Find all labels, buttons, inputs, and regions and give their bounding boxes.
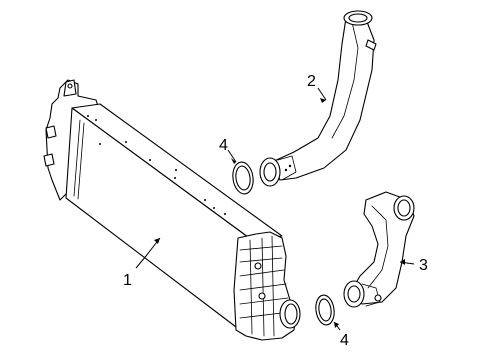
callout-2: 2 [307, 73, 316, 90]
tank-boss-lower [258, 292, 266, 300]
tank-boss-upper [254, 262, 262, 270]
inlet-duct-upper [259, 10, 377, 187]
outlet-duct-clamp [374, 294, 382, 302]
leader-line-2 [317, 87, 327, 101]
bracket-hole [67, 83, 73, 89]
intercooler-side-tab-upper [45, 125, 57, 139]
leader-line-1 [135, 237, 161, 269]
o-ring-upper [232, 161, 254, 195]
intercooler [43, 79, 301, 341]
outlet-duct-lower [343, 191, 415, 308]
intercooler-side-tab-lower [43, 153, 55, 167]
o-ring-lower [315, 294, 335, 326]
leader-line-4-upper [227, 149, 237, 163]
callout-4-lower: 4 [340, 332, 349, 349]
callout-1: 1 [123, 272, 132, 289]
inlet-duct-tube [271, 13, 375, 181]
callout-3: 3 [419, 257, 428, 274]
callout-4-upper: 4 [219, 137, 228, 154]
